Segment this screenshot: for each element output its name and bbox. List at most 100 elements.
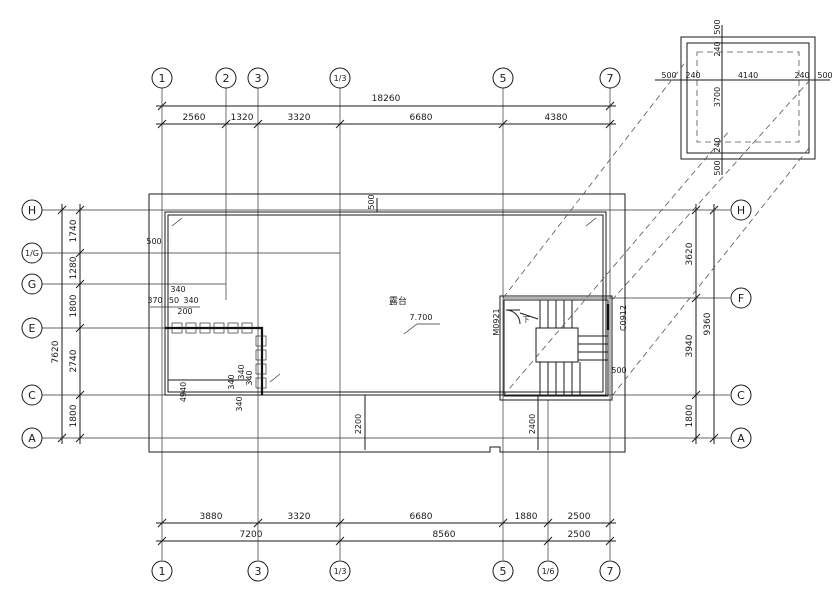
dim-340-d: 340 — [235, 396, 244, 411]
svg-text:1: 1 — [159, 72, 166, 85]
horizontal-axis-lines — [42, 209, 730, 439]
axis-bubble-left-1-g: 1/G — [21, 242, 43, 264]
vertical-axis-lines — [161, 88, 611, 560]
svg-text:F: F — [738, 292, 744, 305]
svg-text:3: 3 — [255, 565, 262, 578]
svg-text:3: 3 — [255, 72, 262, 85]
axis-bubble-left-c: C — [21, 384, 43, 406]
detail-left-500: 500 — [661, 71, 676, 80]
dim-340-c: 340 — [227, 374, 236, 389]
axis-bubble-top-7: 7 — [599, 67, 621, 89]
left-dimensions: 1740 1280 1800 2740 1800 7620 — [51, 204, 85, 444]
axis-bubble-right-a: A — [730, 427, 752, 449]
dim-top-5: 4380 — [545, 113, 568, 123]
svg-text:1: 1 — [159, 565, 166, 578]
stair-mark: 下 — [523, 316, 530, 324]
dim-340-a: 340 — [170, 285, 185, 294]
dim-bottom-7: 8560 — [433, 530, 456, 540]
dim-bottom-4: 1880 — [515, 512, 538, 522]
svg-text:1/G: 1/G — [25, 249, 39, 258]
dim-left-4: 2740 — [69, 349, 79, 372]
axis-bubble-right-f: F — [730, 287, 752, 309]
axis-bubble-right-c: C — [730, 384, 752, 406]
svg-text:7: 7 — [607, 72, 614, 85]
axis-bubbles-right: H F C A — [730, 199, 752, 449]
axis-bubble-left-h: H — [21, 199, 43, 221]
svg-text:E: E — [29, 322, 36, 335]
dim-2200: 2200 — [354, 414, 363, 434]
detail-top-240: 240 — [713, 41, 722, 56]
svg-text:H: H — [737, 204, 745, 217]
dim-50: 50 — [169, 296, 179, 305]
dim-200: 200 — [177, 307, 192, 316]
svg-text:H: H — [28, 204, 36, 217]
axis-bubble-bottom-1-3: 1/3 — [329, 560, 351, 582]
axis-bubbles-left: H 1/G G E C A — [21, 199, 43, 449]
dim-bottom-1: 3880 — [200, 512, 223, 522]
svg-text:A: A — [737, 432, 745, 445]
axis-bubble-bottom-1-6: 1/6 — [537, 560, 559, 582]
dim-2400: 2400 — [528, 414, 537, 434]
svg-text:A: A — [28, 432, 36, 445]
dim-left-1: 1740 — [69, 219, 79, 242]
building-outline — [148, 193, 626, 453]
dim-left-total: 7620 — [51, 340, 61, 363]
svg-text:7: 7 — [607, 565, 614, 578]
dim-340-e: 340 — [237, 364, 246, 379]
axis-bubble-left-a: A — [21, 427, 43, 449]
door-label: M0921 — [492, 308, 501, 335]
axis-bubble-left-e: E — [21, 317, 43, 339]
svg-text:C: C — [737, 389, 745, 402]
dim-top-2: 1320 — [231, 113, 254, 123]
dim-bottom-2: 3320 — [288, 512, 311, 522]
dim-right-2: 3940 — [685, 334, 695, 357]
dim-4940: 4940 — [179, 382, 188, 402]
dim-500-left: 500 — [146, 237, 161, 246]
dim-right-1: 3620 — [685, 242, 695, 265]
dim-right-3: 1800 — [685, 404, 695, 427]
axis-bubble-top-5: 5 — [492, 67, 514, 89]
dim-left-3: 1800 — [69, 294, 79, 317]
detail-leader-lines — [502, 59, 811, 397]
axis-bubble-top-1: 1 — [151, 67, 173, 89]
axis-bubble-top-3: 3 — [247, 67, 269, 89]
axis-bubble-left-g: G — [21, 273, 43, 295]
detail-top-500: 500 — [713, 19, 722, 34]
svg-text:1/6: 1/6 — [542, 567, 555, 576]
dim-370: 370 — [147, 296, 162, 305]
axis-bubble-bottom-5: 5 — [492, 560, 514, 582]
top-dimensions: 18260 2560 1320 3320 6680 4380 — [156, 94, 616, 129]
dim-top-3: 3320 — [288, 113, 311, 123]
dim-340-b: 340 — [183, 296, 198, 305]
dim-top-1: 2560 — [183, 113, 206, 123]
detail-left-240: 240 — [685, 71, 700, 80]
balustrade — [165, 322, 267, 395]
axis-bubble-bottom-3: 3 — [247, 560, 269, 582]
annotations: 露台 7.700 M0921 C0912 下 500 500 500 340 3… — [146, 194, 628, 434]
right-dimensions: 3620 3940 1800 9360 — [685, 204, 719, 444]
dim-500-top: 500 — [367, 194, 376, 209]
svg-text:1/3: 1/3 — [334, 567, 347, 576]
dim-top-total: 18260 — [372, 94, 401, 104]
svg-text:2: 2 — [223, 72, 230, 85]
svg-text:C: C — [28, 389, 36, 402]
dim-top-4: 6680 — [410, 113, 433, 123]
bottom-dimensions: 3880 3320 6680 1880 2500 7200 8560 2500 — [156, 512, 616, 546]
dim-bottom-5: 2500 — [568, 512, 591, 522]
svg-text:G: G — [28, 278, 37, 291]
room-label: 露台 — [389, 295, 407, 307]
dim-left-2: 1280 — [69, 256, 79, 279]
window-label: C0912 — [619, 305, 628, 331]
axis-bubble-bottom-7: 7 — [599, 560, 621, 582]
elevation-label: 7.700 — [410, 313, 433, 322]
dim-500-stair: 500 — [611, 366, 626, 375]
detail-right-240: 240 — [794, 71, 809, 80]
detail-height: 3700 — [713, 87, 722, 107]
detail-width: 4140 — [738, 71, 758, 80]
axis-bubbles-top: 1 2 3 1/3 5 7 — [151, 67, 621, 89]
dim-bottom-3: 6680 — [410, 512, 433, 522]
axis-bubble-bottom-1: 1 — [151, 560, 173, 582]
dim-bottom-6: 7200 — [240, 530, 263, 540]
dim-340-f: 340 — [245, 370, 254, 385]
